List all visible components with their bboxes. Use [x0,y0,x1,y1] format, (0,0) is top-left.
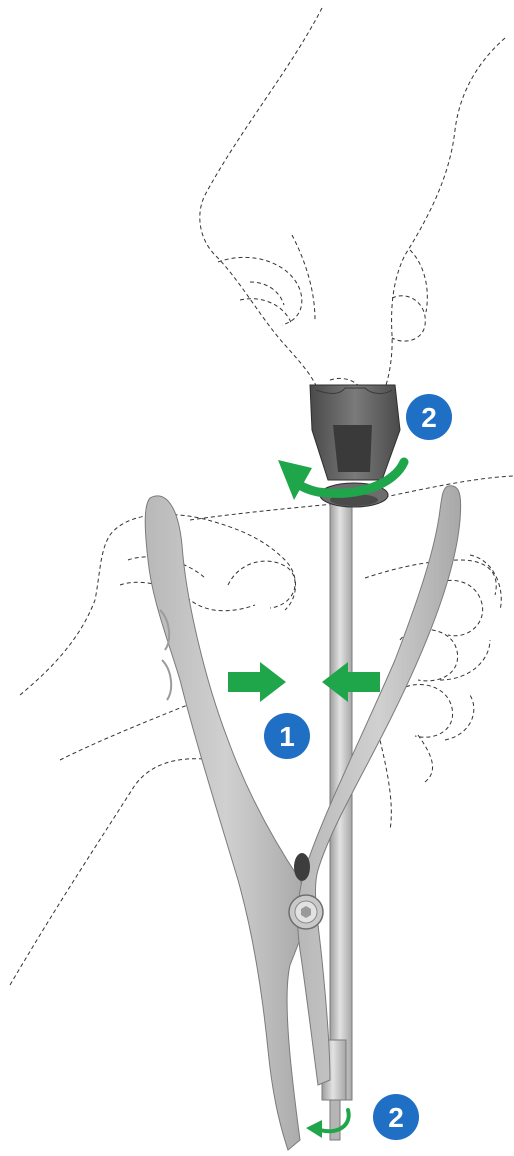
left-forceps-arm [144,495,308,1151]
step-2-top-number: 2 [421,402,437,433]
rotate-arrow-icon [278,457,409,500]
step-2-bottom-badge: 2 [373,1094,419,1140]
step-2-bottom-number: 2 [388,1102,404,1133]
squeeze-arrow-left [322,662,380,702]
squeeze-arrow-right [228,662,286,702]
squeeze-arrows-icon [228,662,380,702]
step-1-number: 1 [279,721,295,752]
pivot-joint [288,853,324,930]
right-forceps-arm [297,485,462,1086]
small-rotate-arrow-icon [306,1108,351,1138]
lower-hand-outline [9,475,514,986]
step-2-top-badge: 2 [406,394,452,440]
upper-hand-outline [199,7,506,417]
step-1-badge: 1 [264,713,310,759]
